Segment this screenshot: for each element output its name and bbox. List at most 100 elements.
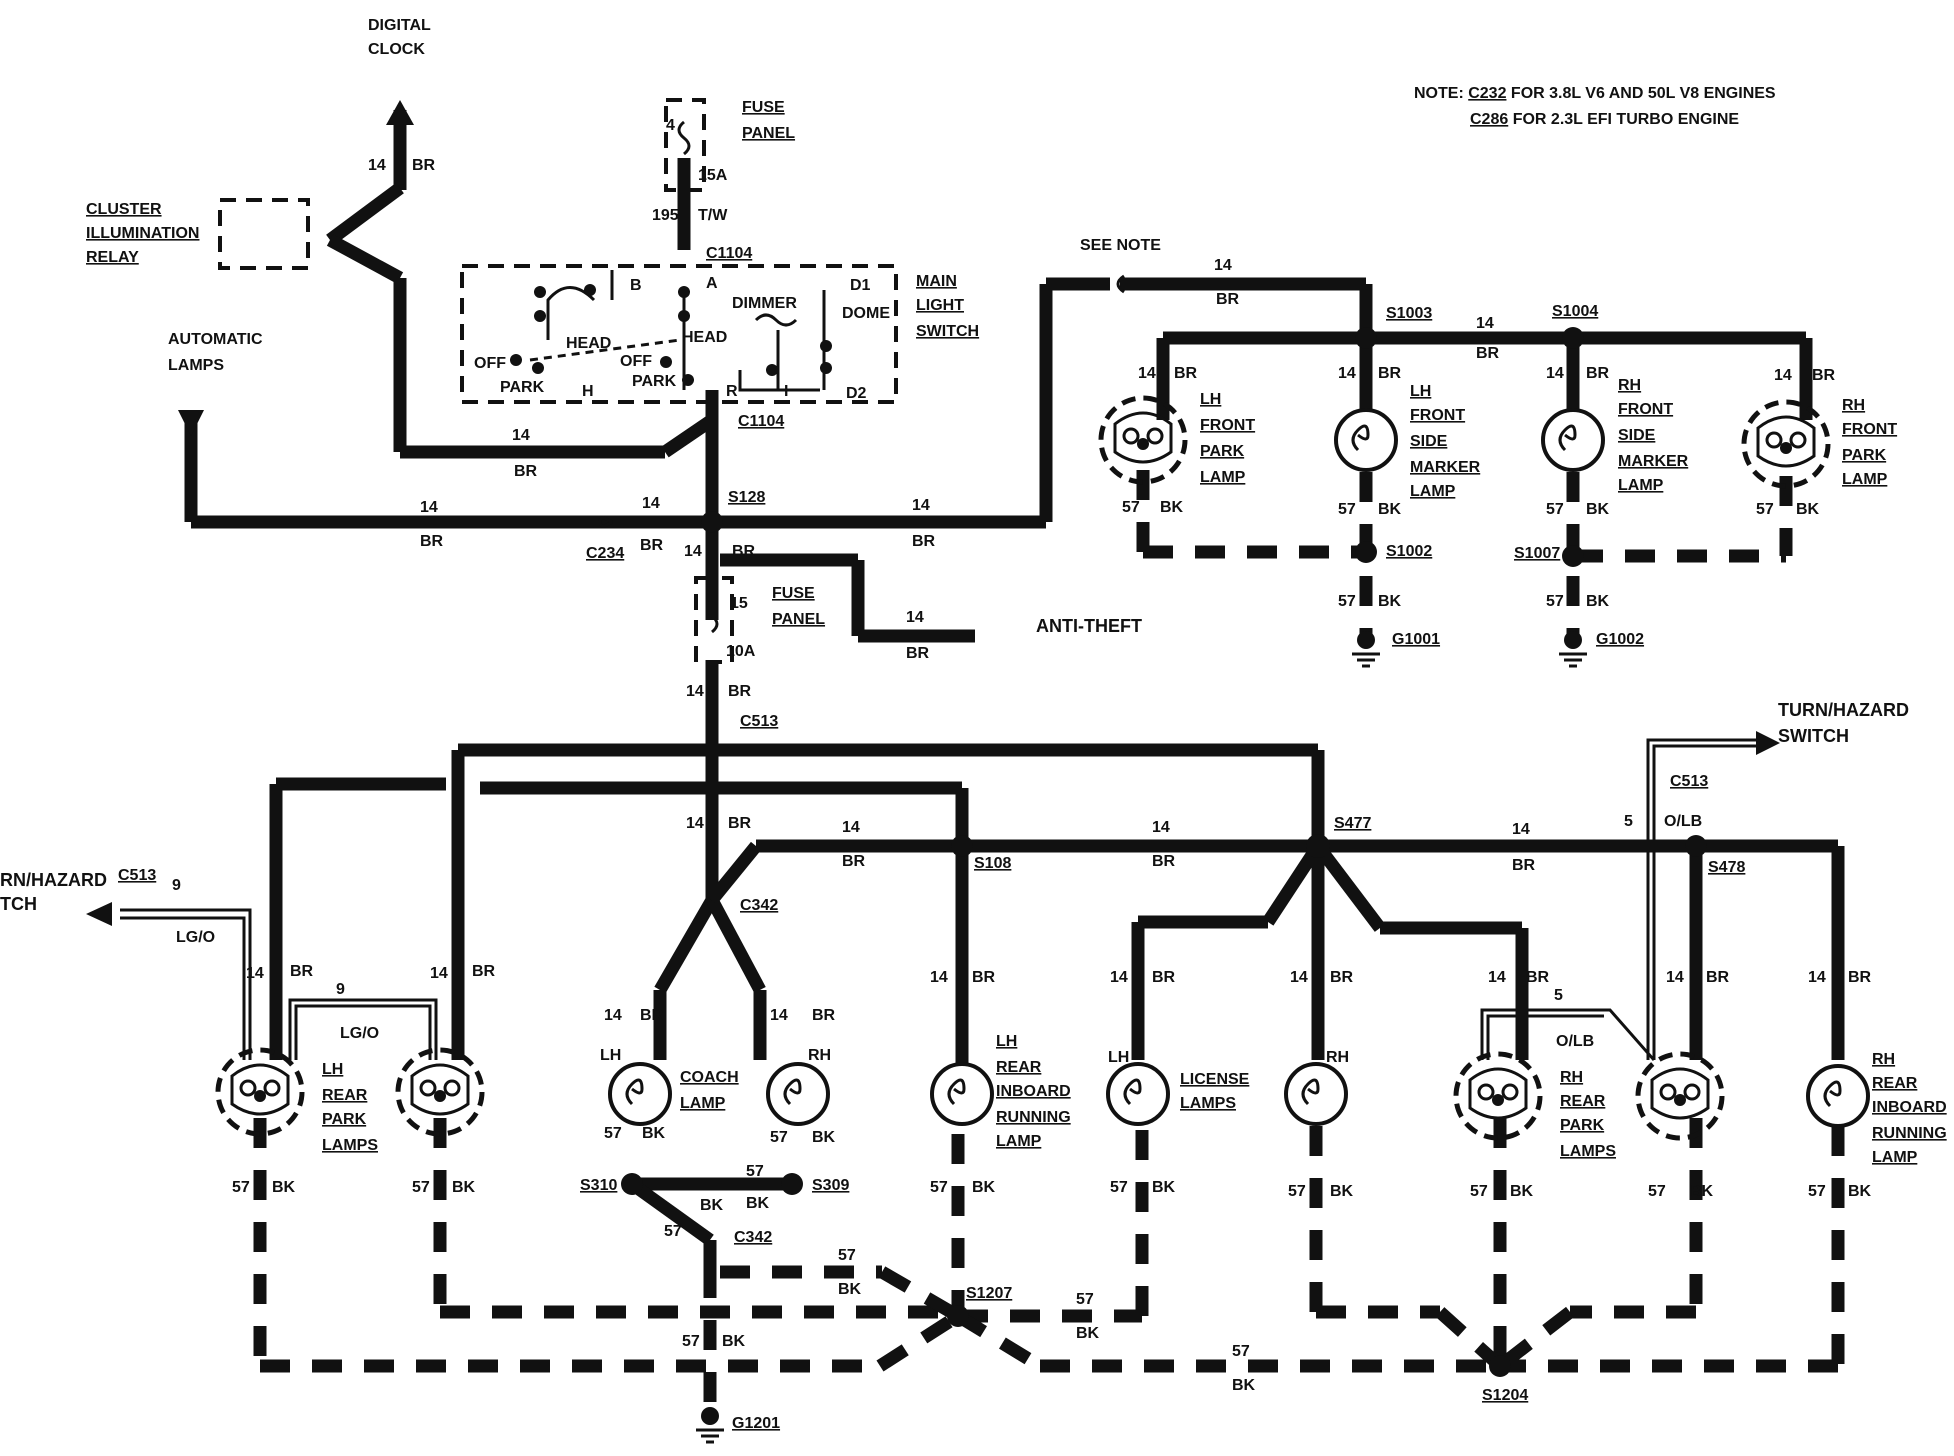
- svg-text:BK: BK: [1586, 593, 1610, 610]
- svg-text:57: 57: [1110, 1179, 1128, 1196]
- splice-s1003: S1003: [1386, 305, 1432, 322]
- svg-text:SIDE: SIDE: [1618, 427, 1656, 444]
- svg-text:BK: BK: [1232, 1377, 1256, 1394]
- lh-front-side-label: LH FRONT SIDE MARKER LAMP: [1410, 383, 1481, 500]
- svg-text:14: 14: [368, 157, 386, 174]
- fuse-panel-label-1a: FUSE: [742, 99, 785, 116]
- sw-d1: D1: [850, 277, 871, 294]
- svg-text:BK: BK: [700, 1197, 724, 1214]
- fuse-panel-label-2b: PANEL: [772, 611, 825, 628]
- svg-text:RH: RH: [1842, 397, 1865, 414]
- sw-head-2: HEAD: [682, 329, 727, 346]
- svg-text:BR: BR: [640, 1007, 664, 1024]
- svg-text:LH: LH: [1410, 383, 1431, 400]
- svg-text:BK: BK: [722, 1333, 746, 1350]
- svg-text:PARK: PARK: [1560, 1117, 1605, 1134]
- svg-text:BK: BK: [1690, 1183, 1714, 1200]
- sw-off-1: OFF: [474, 355, 506, 372]
- splice-s1002: S1002: [1386, 543, 1432, 560]
- svg-text:MARKER: MARKER: [1618, 453, 1689, 470]
- svg-text:57: 57: [412, 1179, 430, 1196]
- svg-text:14: 14: [906, 609, 924, 626]
- splice-s478: S478: [1708, 859, 1745, 876]
- svg-text:COACH: COACH: [680, 1069, 739, 1086]
- svg-text:14: 14: [1152, 819, 1170, 836]
- svg-text:57: 57: [1756, 501, 1774, 518]
- connector-c342-a: C342: [740, 897, 778, 914]
- svg-text:BR: BR: [1586, 365, 1610, 382]
- svg-text:BR: BR: [842, 853, 866, 870]
- svg-text:PARK: PARK: [322, 1111, 367, 1128]
- svg-text:O/LB: O/LB: [1664, 813, 1702, 830]
- svg-text:BR: BR: [972, 969, 996, 986]
- svg-text:14: 14: [1666, 969, 1684, 986]
- svg-text:REAR: REAR: [1560, 1093, 1606, 1110]
- svg-text:BK: BK: [1796, 501, 1820, 518]
- svg-text:BK: BK: [972, 1179, 996, 1196]
- turn-hazard-left-2: TCH: [0, 894, 37, 914]
- coach-lamp-label: COACH LAMP: [680, 1069, 739, 1112]
- svg-text:RUNNING: RUNNING: [996, 1109, 1071, 1126]
- svg-text:LAMP: LAMP: [1872, 1149, 1918, 1166]
- svg-text:INBOARD: INBOARD: [996, 1083, 1071, 1100]
- svg-text:LG/O: LG/O: [176, 929, 215, 946]
- rh-rear-park-lamp-outer: [1638, 1054, 1722, 1138]
- svg-text:BR: BR: [1378, 365, 1402, 382]
- auto-lamps-label-1: AUTOMATIC: [168, 331, 263, 348]
- lh-rear-inboard-label: LH REAR INBOARD RUNNING LAMP: [996, 1033, 1071, 1150]
- svg-text:RUNNING: RUNNING: [1872, 1125, 1947, 1142]
- svg-text:RH: RH: [1560, 1069, 1583, 1086]
- lh-front-park-lamp: [1101, 398, 1185, 482]
- svg-text:PARK: PARK: [1842, 447, 1887, 464]
- svg-text:BK: BK: [642, 1125, 666, 1142]
- splice-s477: S477: [1334, 815, 1371, 832]
- svg-text:LAMPS: LAMPS: [1180, 1095, 1236, 1112]
- sw-d2: D2: [846, 385, 867, 402]
- svg-text:57: 57: [770, 1129, 788, 1146]
- svg-text:14: 14: [912, 497, 930, 514]
- digital-clock-label-2: CLOCK: [368, 41, 425, 58]
- svg-text:14: 14: [684, 543, 702, 560]
- svg-text:57: 57: [1338, 501, 1356, 518]
- svg-text:LH: LH: [996, 1033, 1017, 1050]
- svg-text:BR: BR: [1152, 853, 1176, 870]
- ground-g1001: G1001: [1392, 631, 1440, 648]
- svg-text:57: 57: [604, 1125, 622, 1142]
- svg-text:5: 5: [1554, 987, 1563, 1004]
- connector-c1104-bottom: C1104: [738, 413, 784, 430]
- lh-rear-inboard-running-lamp: [930, 1062, 994, 1126]
- lh-coach-lamp: [608, 1062, 672, 1126]
- svg-text:BR: BR: [1216, 291, 1240, 308]
- sw-park-1: PARK: [500, 379, 545, 396]
- note-line-1: NOTE: C232 FOR 3.8L V6 AND 50L V8 ENGINE…: [1414, 85, 1776, 102]
- svg-text:BK: BK: [1848, 1183, 1872, 1200]
- svg-text:LAMP: LAMP: [1200, 469, 1246, 486]
- svg-text:LH: LH: [1200, 391, 1221, 408]
- splice-dots: [621, 327, 1707, 1425]
- ground-g1002-symbol: [1557, 652, 1589, 668]
- connector-c1104-top: C1104: [706, 245, 752, 262]
- svg-text:BK: BK: [1378, 593, 1402, 610]
- svg-text:14: 14: [1774, 367, 1792, 384]
- rh-rear-inboard-running-lamp: [1806, 1064, 1870, 1128]
- svg-text:REAR: REAR: [322, 1087, 368, 1104]
- main-switch-label-1: MAIN: [916, 273, 957, 290]
- cluster-label-3: RELAY: [86, 249, 139, 266]
- svg-text:BR: BR: [420, 533, 444, 550]
- fuse-panel-box-1: [664, 98, 706, 192]
- svg-text:BK: BK: [1378, 501, 1402, 518]
- svg-text:SIDE: SIDE: [1410, 433, 1448, 450]
- sw-park-2: PARK: [632, 373, 677, 390]
- ground-g1201: G1201: [732, 1415, 780, 1432]
- fuse-panel-label-1b: PANEL: [742, 125, 795, 142]
- svg-text:14: 14: [842, 819, 860, 836]
- svg-text:14: 14: [1138, 365, 1156, 382]
- svg-text:57: 57: [930, 1179, 948, 1196]
- lh-front-park-label: LH FRONT PARK LAMP: [1200, 391, 1255, 486]
- connector-c513-c: C513: [118, 867, 156, 884]
- top-wiring: [178, 100, 1813, 720]
- connector-c342-b: C342: [734, 1229, 772, 1246]
- svg-text:RH: RH: [1618, 377, 1641, 394]
